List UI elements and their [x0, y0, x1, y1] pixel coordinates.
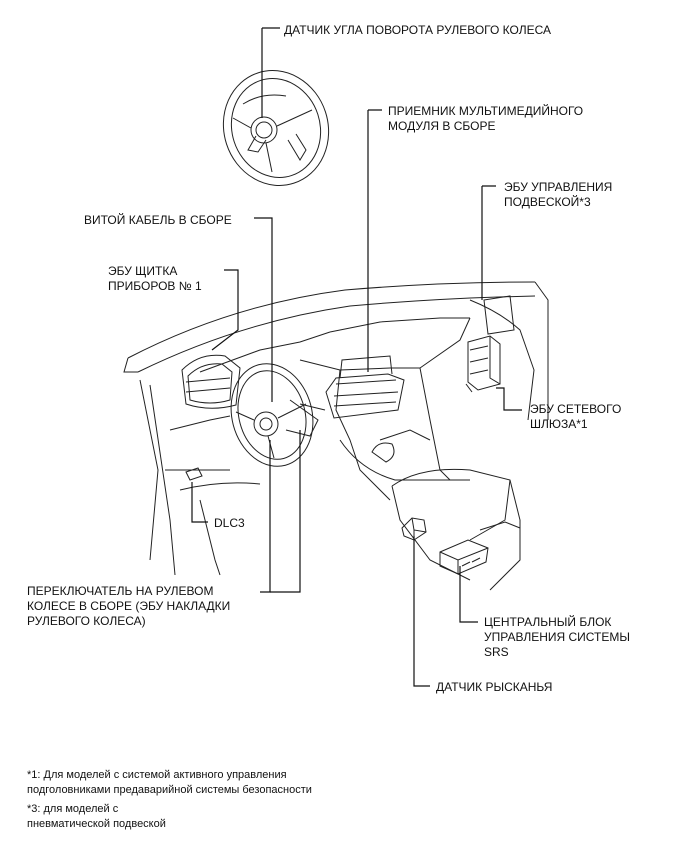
- label-dlc3: DLC3: [214, 516, 245, 530]
- leader-multimedia-receiver: [367, 109, 382, 372]
- leader-suspension-ecu: [481, 185, 496, 300]
- label-meter-ecu: ЭБУ ЩИТКА ПРИБОРОВ № 1: [108, 264, 202, 293]
- leader-srs-center-unit: [459, 566, 478, 623]
- label-steering-angle-sensor: ДАТЧИК УГЛА ПОВОРОТА РУЛЕВОГО КОЛЕСА: [284, 23, 551, 37]
- center-console-radio: [325, 355, 405, 419]
- srs-center-unit-part: [439, 539, 489, 575]
- cabin-steering-wheel: [230, 363, 326, 467]
- instrument-cluster: [181, 354, 241, 409]
- label-gateway-ecu: ЭБУ СЕТЕВОГО ШЛЮЗА*1: [530, 402, 622, 431]
- leader-yaw-rate-sensor: [413, 536, 430, 687]
- label-spiral-cable: ВИТОЙ КАБЕЛЬ В СБОРЕ: [84, 213, 232, 227]
- leader-steering-pad-switch-2: [270, 430, 301, 593]
- leader-lines: [191, 27, 522, 687]
- dlc3-connector: [185, 467, 203, 481]
- leader-gateway-ecu: [496, 387, 522, 411]
- label-steering-pad-switch: ПЕРЕКЛЮЧАТЕЛЬ НА РУЛЕВОМ КОЛЕСЕ В СБОРЕ …: [27, 584, 231, 628]
- label-yaw-rate-sensor: ДАТЧИК РЫСКАНЬЯ: [436, 680, 553, 694]
- label-suspension-ecu: ЭБУ УПРАВЛЕНИЯ ПОДВЕСКОЙ*3: [504, 180, 613, 209]
- dashboard-outline: [123, 281, 549, 576]
- leader-spiral-cable: [254, 217, 273, 402]
- leader-dlc3: [191, 482, 208, 523]
- footnote-1: *1: Для моделей с системой активного упр…: [27, 769, 312, 796]
- footnote-3: *3: для моделей с пневматической подвеск…: [27, 803, 166, 830]
- label-srs-center-unit: ЦЕНТРАЛЬНЫЙ БЛОК УПРАВЛЕНИЯ СИСТЕМЫ SRS: [484, 615, 631, 659]
- steering-wheel-detail: [222, 70, 330, 186]
- gateway-ecu-module: [465, 335, 501, 393]
- label-multimedia-receiver: ПРИЕМНИК МУЛЬТИМЕДИЙНОГО МОДУЛЯ В СБОРЕ: [388, 104, 584, 133]
- leader-meter-ecu: [211, 269, 239, 351]
- floor-console: [391, 468, 521, 591]
- suspension-ecu-module: [483, 295, 515, 335]
